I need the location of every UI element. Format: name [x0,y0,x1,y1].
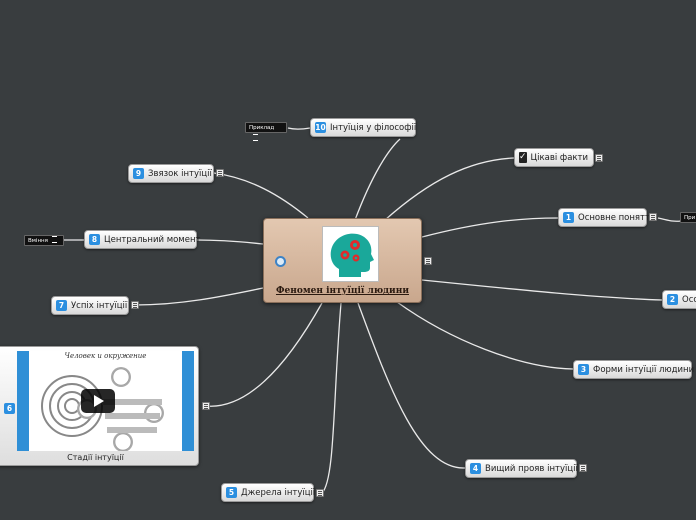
topic-10[interactable]: 10 Інтуїція у філософії [310,118,416,137]
link-example-right [657,217,682,222]
topic-8[interactable]: 8 Центральний момент [84,230,201,249]
subtopic-influence-label: Вміння [28,238,48,244]
note-icon [253,134,258,141]
topic-10-label: Інтуїція у філософії [330,122,417,133]
topic-3[interactable]: 3 Форми інтуїції людини [573,360,695,379]
topic-9-label: Звязок інтуїції [148,168,212,179]
link-t5 [321,302,342,494]
topic-1[interactable]: 1 Основне поняття [558,208,655,227]
link-t3 [396,301,574,370]
central-topic[interactable]: Феномен інтуїції людини [263,218,422,303]
number-badge: 6 [4,403,15,414]
topic-4-label: Вищий прояв інтуїції [485,463,578,474]
central-note-icon[interactable] [424,257,432,265]
head-with-gears-icon [322,226,379,282]
topic-4[interactable]: 4 Вищий прояв інтуїції [465,459,578,478]
topic-facts[interactable]: ✓ Цікаві факти [514,148,594,167]
number-badge: 7 [56,300,67,311]
topic-6-label: Стадії інтуїції [67,453,124,462]
number-badge: 1 [563,212,574,223]
subtopic-example-left-label: Приклад [249,125,275,131]
topic-5-note-icon[interactable] [316,489,324,497]
topic-9-note-icon[interactable] [216,169,224,177]
link-t9 [213,172,309,219]
topic-9[interactable]: 9 Звязок інтуїції [128,164,214,183]
facts-note-icon[interactable] [595,154,603,162]
link-t10 [354,138,401,221]
topic-1-label: Основне поняття [578,212,656,223]
video-thumbnail[interactable]: Человек и окружение [17,351,194,451]
topic-2-label: Осо [682,294,696,305]
link-t4 [357,302,466,469]
subtopic-example-left[interactable]: Приклад [245,122,287,141]
task-progress-icon [275,256,286,267]
subtopic-example-right-label: При [684,215,696,221]
link-t1 [421,217,559,238]
topic-8-label: Центральний момент [104,234,201,245]
checkbox-checked-icon: ✓ [519,152,527,163]
topic-1-note-icon[interactable] [649,213,657,221]
topic-3-label: Форми інтуїції людини [593,364,695,375]
link-t2 [421,279,663,301]
topic-7-note-icon[interactable] [131,301,139,309]
subtopic-influence[interactable]: Вміння [24,235,64,246]
subtopic-example-right[interactable]: При [680,212,696,223]
number-badge: 9 [133,168,144,179]
topic-4-note-icon[interactable] [579,464,587,472]
play-icon[interactable] [81,389,115,413]
topic-5[interactable]: 5 Джерела інтуїції [221,483,316,502]
video-caption: Человек и окружение [64,352,147,360]
number-badge: 8 [89,234,100,245]
topic-7[interactable]: 7 Успіх інтуїції [51,296,129,315]
central-topic-title: Феномен інтуїції людини [275,286,409,296]
number-badge: 2 [667,294,678,305]
topic-7-label: Успіх інтуїції [71,300,128,311]
number-badge: 5 [226,487,237,498]
number-badge: 3 [578,364,589,375]
link-t8 [196,239,264,245]
link-t6 [205,302,323,407]
topic-6-note-icon[interactable] [202,402,210,410]
link-example-left [287,127,311,130]
topic-facts-label: Цікаві факти [530,152,589,163]
note-icon [51,236,57,243]
topic-6-video[interactable]: 6 Человек и окружение Ста [0,346,199,466]
number-badge: 10 [315,122,326,133]
topic-5-label: Джерела інтуїції [241,487,316,498]
link-t7 [134,287,264,306]
number-badge: 4 [470,463,481,474]
topic-2[interactable]: 2 Осо [662,290,696,309]
link-facts [384,157,515,221]
